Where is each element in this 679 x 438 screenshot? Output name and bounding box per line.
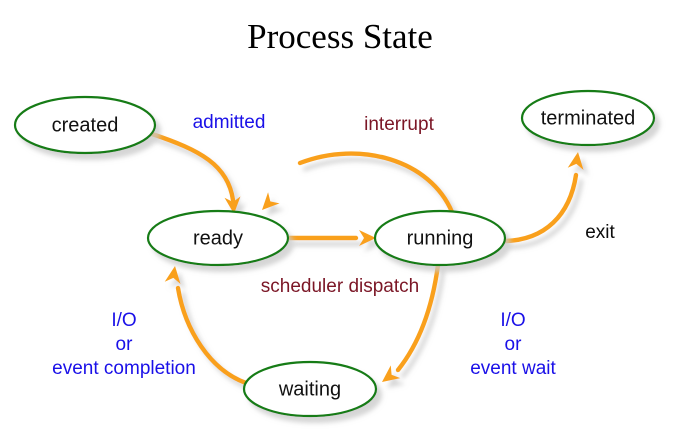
edge-label-line: scheduler dispatch: [261, 276, 419, 297]
node-ellipse-ready: [146, 209, 290, 267]
edge-interrupt: [262, 151, 455, 215]
node-shape-waiting: [242, 360, 378, 418]
edge-label-io-or-event-wait: I/O or event wait: [470, 310, 556, 379]
node-running[interactable]: running: [373, 209, 507, 267]
edge-label-line: interrupt: [364, 114, 434, 135]
arrowhead-scheduler-dispatch: [359, 230, 376, 246]
edge-line-interrupt: [297, 151, 455, 215]
edge-exit: [502, 152, 584, 244]
page-title: Process State: [247, 17, 433, 56]
edge-label-line: I/O: [111, 310, 136, 331]
edge-label-line: I/O: [500, 310, 525, 331]
node-terminated[interactable]: terminated: [520, 89, 656, 147]
edge-label-line: or: [505, 334, 523, 355]
edge-line-io-or-event-wait: [395, 262, 441, 373]
edges-layer: [149, 131, 584, 386]
arrowhead-io-or-event-completion: [164, 266, 181, 284]
edge-label-io-or-event-completion: I/O or event completion: [52, 310, 196, 379]
arrowhead-admitted: [224, 196, 241, 214]
edge-line-admitted: [149, 131, 236, 203]
edge-label-line: event wait: [470, 358, 556, 379]
node-ellipse-waiting: [242, 360, 378, 418]
node-ellipse-created: [13, 95, 157, 155]
edge-label-line: admitted: [193, 112, 266, 133]
edge-labels-layer: admitted interrupt scheduler dispatch exitI…: [52, 112, 615, 379]
edge-io-or-event-completion: [164, 266, 249, 386]
edge-label-line: or: [116, 334, 134, 355]
edge-admitted: [149, 131, 241, 214]
arrowhead-exit: [567, 152, 584, 170]
node-label-ready: ready: [193, 227, 243, 249]
nodes-layer: created terminated ready running waiting: [13, 89, 656, 418]
node-shape-terminated: [520, 89, 656, 147]
node-shape-running: [373, 209, 507, 267]
node-ellipse-terminated: [520, 89, 656, 147]
edge-scheduler-dispatch: [286, 230, 376, 246]
node-label-running: running: [407, 227, 474, 249]
arrowhead-io-or-event-wait: [382, 365, 401, 382]
edge-label-line: event completion: [52, 358, 196, 379]
edge-label-scheduler-dispatch: scheduler dispatch: [261, 276, 419, 297]
node-label-waiting: waiting: [278, 378, 341, 400]
edge-label-interrupt: interrupt: [364, 114, 434, 135]
node-label-created: created: [52, 114, 119, 136]
node-waiting[interactable]: waiting: [242, 360, 378, 418]
node-ready[interactable]: ready: [146, 209, 290, 267]
edge-line-io-or-event-completion: [175, 285, 249, 386]
node-ellipse-running: [373, 209, 507, 267]
node-shape-created: [13, 95, 157, 155]
edge-label-line: exit: [585, 222, 615, 243]
node-shape-ready: [146, 209, 290, 267]
arrowhead-interrupt: [262, 192, 280, 210]
edge-label-admitted: admitted: [193, 112, 266, 133]
edge-line-exit: [502, 172, 579, 244]
node-label-terminated: terminated: [541, 107, 636, 129]
node-created[interactable]: created: [13, 95, 157, 155]
edge-label-exit: exit: [585, 222, 615, 243]
edge-io-or-event-wait: [382, 262, 441, 382]
